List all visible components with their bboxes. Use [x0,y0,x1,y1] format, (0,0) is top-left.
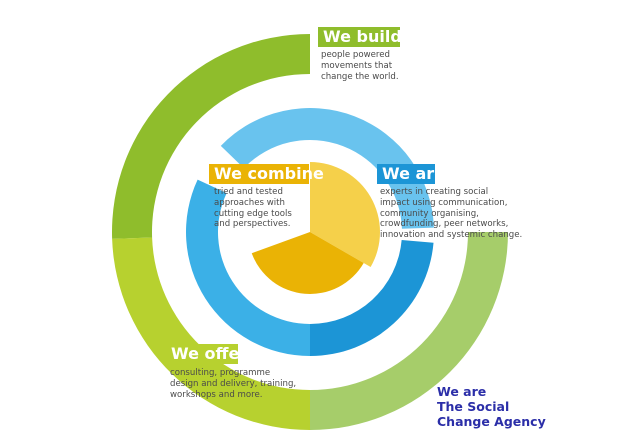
we-build-text: people powered movements that change the… [321,50,399,82]
tagline-line-2: The Social [437,399,510,414]
middle-top-arc [220,107,434,229]
outer-top-arc [111,34,310,239]
we-combine-badge: We combine [209,164,324,184]
outer-bottom-right-arc [310,232,508,430]
we-combine-text: tried and tested approaches with cutting… [214,187,292,230]
we-offer-badge: We offer [166,344,247,364]
tagline-line-3: Change Agency [437,414,546,429]
middle-bottom-right-arc [310,240,434,356]
middle-bottom-left-arc [185,179,310,356]
outer-left-arc [112,237,311,430]
inner-pie-light [310,162,380,267]
we-are-badge: We are [377,164,445,184]
inner-pie-dark [251,232,364,294]
we-build-badge: We build [318,27,402,47]
tagline-line-1: We are [437,384,487,399]
we-are-text: experts in creating social impact using … [380,187,523,241]
we-offer-text: consulting, programme design and deliver… [170,368,297,400]
